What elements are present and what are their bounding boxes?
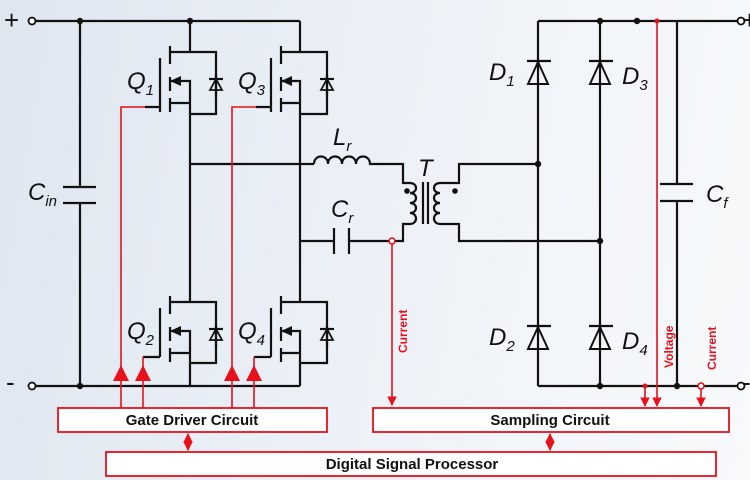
gate-arrow-q2: [135, 365, 151, 381]
output-minus-terminal: -: [736, 367, 750, 397]
label-d4: D4: [622, 328, 648, 359]
mosfet-q1: Q1: [127, 17, 224, 116]
diode-d3: D3: [588, 17, 648, 245]
capacitor-cr: Cr: [300, 196, 410, 254]
output-plus-sign: +: [742, 5, 750, 35]
diode-d2: D2: [489, 164, 551, 386]
sampling-label: Sampling Circuit: [490, 412, 609, 429]
input-minus-terminal: -: [6, 367, 37, 397]
label-resonant-current: Current: [396, 310, 410, 353]
mosfet-q4: Q4: [238, 114, 335, 386]
gate-arrow-q4: [246, 365, 262, 381]
sampling-block: Sampling Circuit: [372, 407, 730, 433]
label-cr: Cr: [331, 196, 354, 227]
label-output-current: Current: [705, 327, 719, 370]
label-t: T: [418, 155, 435, 182]
label-d2: D2: [489, 324, 515, 355]
diode-d4: D4: [588, 241, 648, 390]
gate-arrow-q3: [224, 365, 240, 381]
resonant-current-sense: Current: [387, 237, 410, 406]
transformer-t: T: [404, 155, 600, 243]
output-plus-terminal: +: [736, 5, 750, 35]
diode-d1: D1: [489, 21, 551, 168]
input-plus-sign: +: [4, 5, 19, 35]
output-current-sense: Current: [696, 327, 719, 407]
label-output-voltage: Voltage: [662, 325, 676, 368]
label-cf: Cf: [706, 181, 729, 212]
label-q1: Q1: [127, 68, 154, 99]
mosfet-q2: Q2: [127, 114, 224, 386]
capacitor-cf: Cf: [633, 17, 729, 390]
capacitor-cin: Cin: [28, 17, 96, 390]
gate-driver-block: Gate Driver Circuit: [57, 407, 328, 433]
label-q3: Q3: [238, 68, 266, 99]
label-q2: Q2: [127, 318, 155, 349]
gate-arrow-q1: [113, 365, 129, 381]
label-cin: Cin: [28, 179, 57, 210]
label-lr: Lr: [333, 124, 352, 155]
gate-signal-lines: [113, 106, 262, 408]
dsp-label: Digital Signal Processor: [326, 456, 499, 473]
label-q4: Q4: [238, 318, 265, 349]
mosfet-q3: Q3: [238, 21, 335, 116]
gate-driver-label: Gate Driver Circuit: [126, 412, 259, 429]
output-minus-sign: -: [742, 367, 750, 397]
input-plus-terminal: +: [4, 5, 37, 35]
label-d1: D1: [489, 59, 515, 90]
input-minus-sign: -: [6, 367, 15, 397]
output-voltage-sense: Voltage: [640, 18, 676, 407]
label-d3: D3: [622, 63, 648, 94]
inductor-lr: Lr: [312, 124, 410, 185]
dsp-block: Digital Signal Processor: [105, 451, 717, 477]
